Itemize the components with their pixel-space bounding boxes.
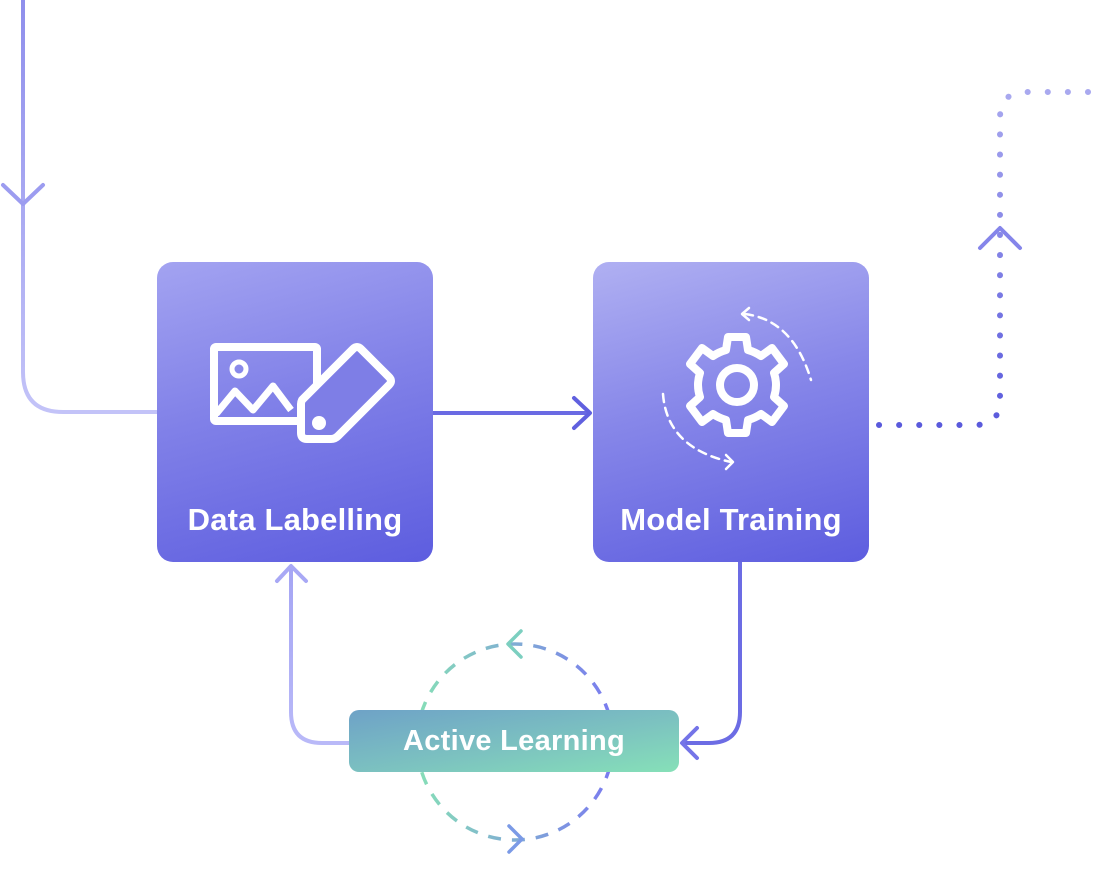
edge-training-to-active	[682, 562, 742, 745]
node-model-training[interactable]: Model Training	[593, 262, 869, 562]
arrow-up-icon	[978, 226, 1022, 250]
edge-input-to-labelling	[21, 0, 160, 414]
node-active-learning[interactable]: Active Learning	[349, 710, 679, 772]
node-label: Model Training	[620, 502, 842, 537]
image-tag-icon	[210, 343, 395, 443]
node-label: Data Labelling	[187, 502, 403, 537]
cycle-arrow-top-icon	[506, 629, 523, 659]
arrow-down-icon	[1, 183, 45, 206]
arrow-up-icon	[275, 564, 308, 583]
node-data-labelling[interactable]: Data Labelling	[157, 262, 433, 562]
cycle-arrow-bottom-icon	[507, 824, 524, 854]
edge-active-to-labelling	[289, 566, 349, 745]
edge-training-to-output	[876, 89, 1103, 428]
arrow-left-icon	[680, 726, 699, 760]
gear-cycle-icon	[661, 306, 813, 471]
arrow-right-icon	[572, 396, 592, 430]
